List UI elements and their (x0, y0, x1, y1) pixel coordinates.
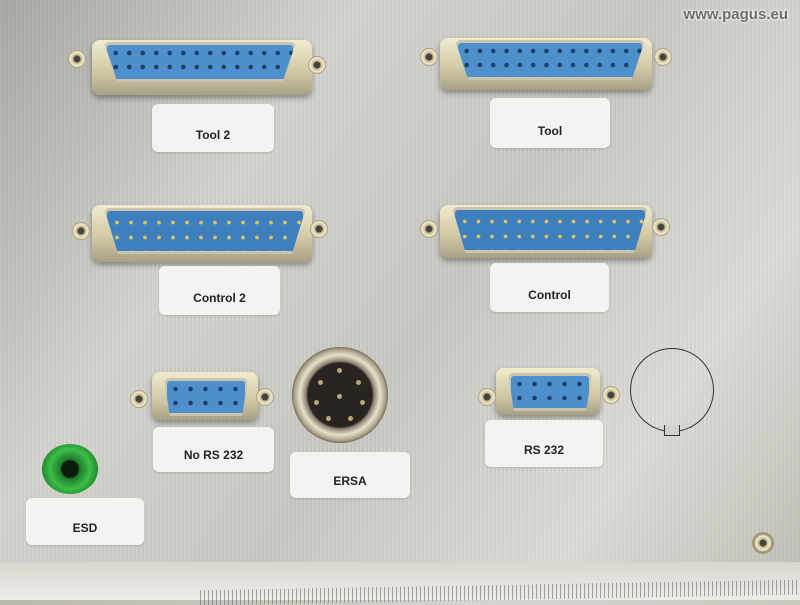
screw-icon (130, 390, 148, 408)
screw-icon (478, 388, 496, 406)
din-pin (337, 368, 342, 373)
label-control: Control (490, 263, 609, 312)
db25-face (455, 40, 645, 80)
empty-connector-hole (630, 348, 714, 432)
label-rs232: RS 232 (485, 420, 603, 467)
din-pin (326, 416, 331, 421)
screw-icon (420, 48, 438, 66)
screw-icon (652, 218, 670, 236)
db9-face (508, 373, 592, 411)
esd-banana-jack (42, 444, 98, 494)
screw-icon (420, 220, 438, 238)
label-tool2: Tool 2 (152, 104, 274, 152)
label-tool: Tool (490, 98, 610, 148)
db25-face (104, 42, 296, 82)
din-pin (348, 416, 353, 421)
din-pin (356, 380, 361, 385)
screw-icon (602, 386, 620, 404)
din-pin (360, 400, 365, 405)
hole-notch (664, 425, 680, 436)
db9-face (164, 378, 248, 416)
label-no-rs232: No RS 232 (153, 427, 274, 472)
din-pin (314, 400, 319, 405)
screw-icon (256, 388, 274, 406)
din-pin (318, 380, 323, 385)
label-ersa: ERSA (290, 452, 410, 498)
screw-icon (308, 56, 326, 74)
screw-icon (654, 48, 672, 66)
screw-icon (68, 50, 86, 68)
screw-icon (752, 532, 774, 554)
din-pin (337, 394, 342, 399)
watermark: www.pagus.eu (683, 6, 788, 23)
label-esd: ESD (26, 498, 144, 545)
label-control2: Control 2 (159, 266, 280, 315)
screw-icon (310, 220, 328, 238)
db25-face (452, 207, 648, 253)
db25-face (104, 208, 306, 254)
screw-icon (72, 222, 90, 240)
